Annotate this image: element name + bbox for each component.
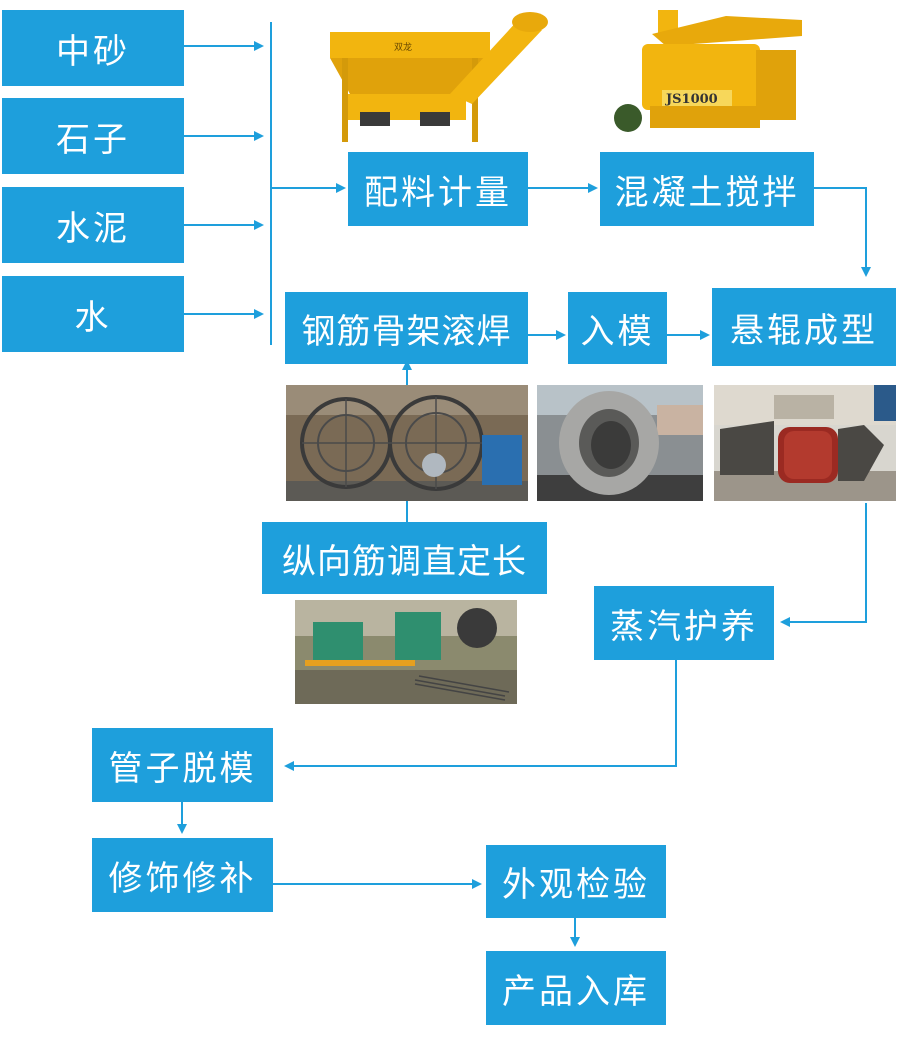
step-water: 水 xyxy=(2,276,184,352)
step-forming: 悬辊成型 xyxy=(712,288,896,366)
concrete-pipe-image xyxy=(537,385,703,501)
step-welding-label: 钢筋骨架滚焊 xyxy=(301,311,512,352)
step-batching: 配料计量 xyxy=(348,152,528,226)
step-straightening: 纵向筋调直定长 xyxy=(262,522,547,594)
step-storage-label: 产品入库 xyxy=(502,971,650,1012)
step-cement-label: 水泥 xyxy=(56,208,130,249)
step-repair: 修饰修补 xyxy=(92,838,273,912)
step-curing: 蒸汽护养 xyxy=(594,586,774,660)
step-inspection-label: 外观检验 xyxy=(502,865,650,905)
cage-welding-image xyxy=(286,385,528,501)
straightening-machine-image xyxy=(295,600,517,704)
mixer-image: JS1000 xyxy=(606,6,806,138)
step-batching-label: 配料计量 xyxy=(364,172,512,213)
step-sand: 中砂 xyxy=(2,10,184,86)
roller-forming-image xyxy=(714,385,896,501)
step-forming-label: 悬辊成型 xyxy=(730,310,878,351)
step-molding-label: 入模 xyxy=(580,311,655,352)
mixer-model-label: JS1000 xyxy=(665,92,718,107)
step-inspection: 外观检验 xyxy=(486,845,666,918)
step-curing-label: 蒸汽护养 xyxy=(610,606,758,647)
step-cement: 水泥 xyxy=(2,187,184,263)
step-mixing-label: 混凝土搅拌 xyxy=(614,172,800,213)
step-welding: 钢筋骨架滚焊 xyxy=(285,292,528,364)
step-storage: 产品入库 xyxy=(486,951,666,1025)
batching-machine-image: 双龙 xyxy=(330,4,548,144)
step-demolding: 管子脱模 xyxy=(92,728,273,802)
batching-machine-brand: 双龙 xyxy=(394,41,412,53)
step-stone: 石子 xyxy=(2,98,184,174)
step-straightening-label: 纵向筋调直定长 xyxy=(282,541,527,582)
step-stone-label: 石子 xyxy=(56,119,130,160)
step-molding: 入模 xyxy=(568,292,667,364)
step-mixing: 混凝土搅拌 xyxy=(600,152,814,226)
step-water-label: 水 xyxy=(74,297,112,338)
step-repair-label: 修饰修补 xyxy=(108,858,257,899)
step-demolding-label: 管子脱模 xyxy=(108,748,257,789)
step-sand-label: 中砂 xyxy=(56,31,130,72)
